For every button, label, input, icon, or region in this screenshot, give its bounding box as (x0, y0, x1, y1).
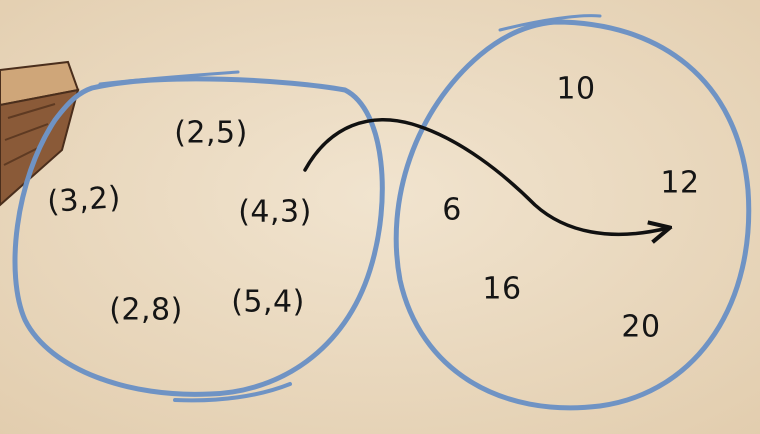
codomain-value-10: 10 (556, 71, 596, 107)
codomain-value-6: 6 (442, 192, 462, 228)
codomain-set-outline (393, 14, 752, 411)
domain-pair-2-8: (2,8) (109, 292, 183, 328)
codomain-value-20: 20 (621, 309, 661, 345)
mapping-arrow (303, 118, 668, 235)
codomain-value-16: 16 (482, 271, 522, 307)
domain-pair-2-5: (2,5) (174, 115, 248, 151)
domain-pair-4-3: (4,3) (238, 194, 312, 230)
domain-pair-3-2: (3,2) (46, 179, 122, 221)
domain-pair-5-4: (5,4) (231, 284, 305, 320)
codomain-value-12: 12 (660, 165, 700, 201)
domain-set-outline (12, 70, 385, 403)
